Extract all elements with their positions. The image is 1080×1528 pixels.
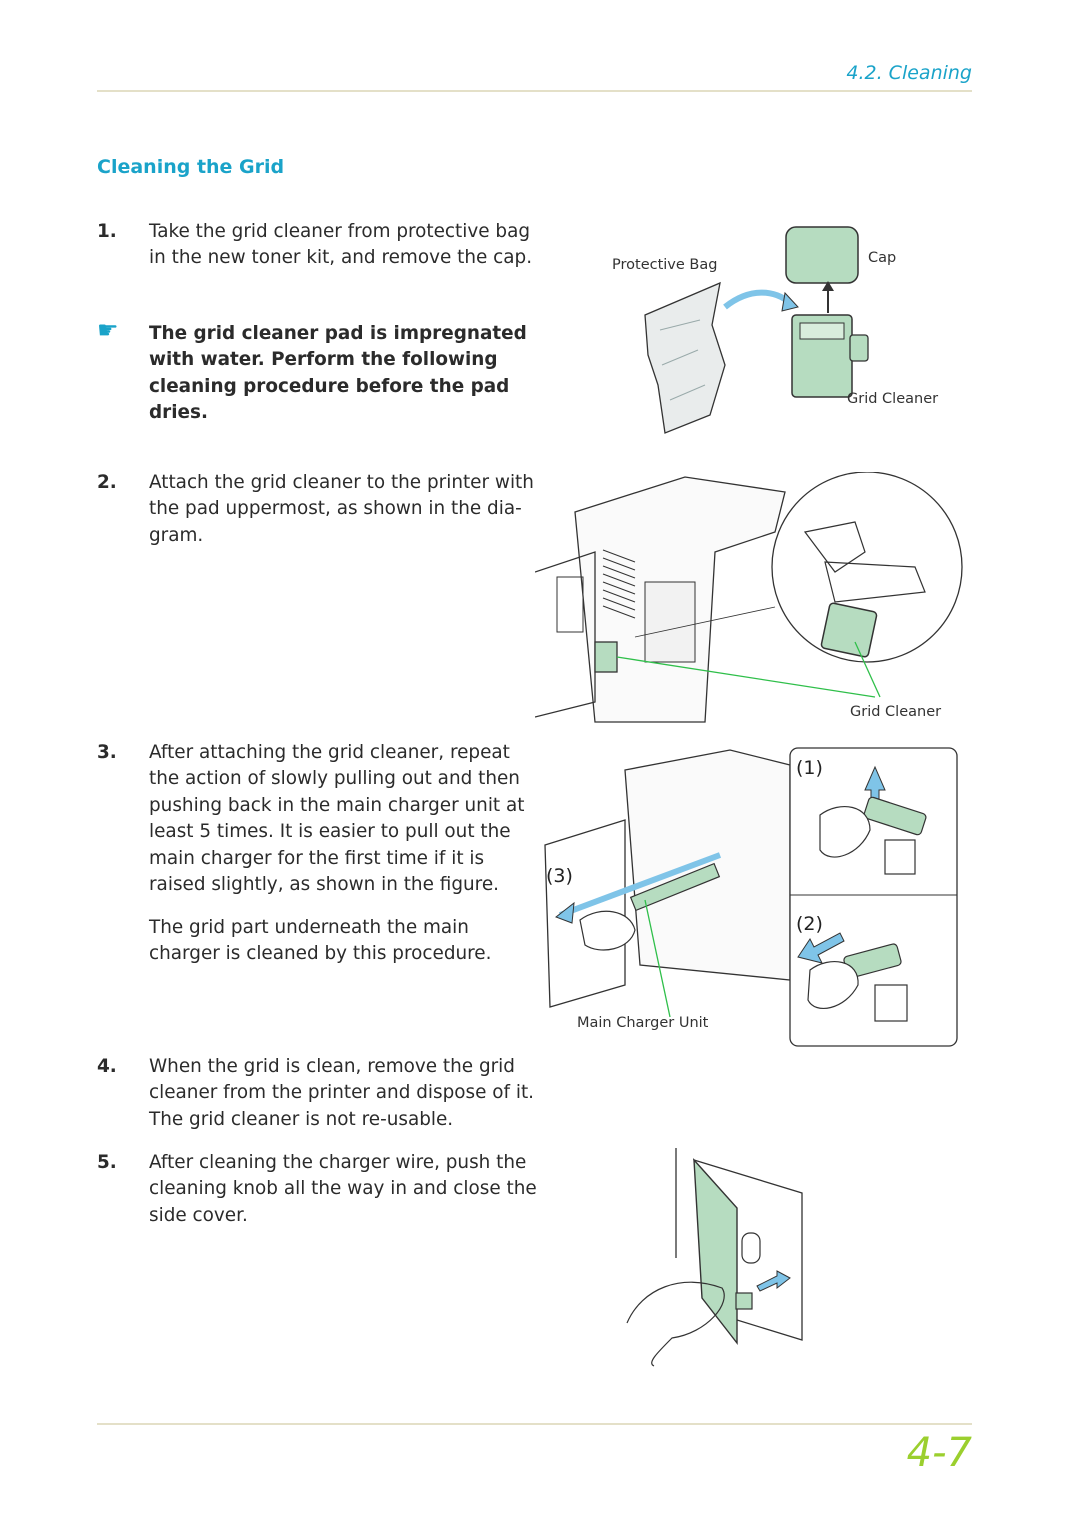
pointing-hand-icon: ☛ [97, 316, 119, 344]
step-text: Attach the grid cleaner to the printer w… [149, 472, 534, 546]
step-text: After cleaning the charger wire, push th… [149, 1152, 537, 1226]
step-text: Take the grid cleaner from protective ba… [149, 221, 533, 269]
step-2: 2. Attach the grid cleaner to the printe… [97, 470, 542, 549]
step-number: 3. [97, 742, 117, 763]
label-cap: Cap [868, 250, 897, 266]
step-4: 4. When the grid is clean, remove the gr… [97, 1054, 542, 1133]
close-cover-illustration [626, 1148, 803, 1367]
label-grid-cleaner: Grid Cleaner [850, 704, 942, 720]
step-text: When the grid is clean, remove the grid … [149, 1056, 534, 1130]
step-3: 3. After attaching the grid cleaner, rep… [97, 740, 542, 898]
step-number: 4. [97, 1056, 117, 1077]
step-5: 5. After cleaning the charger wire, push… [97, 1150, 542, 1229]
label-step-2: (2) [796, 913, 823, 935]
footer-divider [97, 1423, 972, 1425]
figure-attach-grid-cleaner: Grid Cleaner [534, 471, 975, 727]
figure-close-side-cover [612, 1148, 808, 1370]
running-header: 4.2. Cleaning [846, 62, 972, 84]
header-divider [97, 90, 972, 92]
step-3-explanation: The grid part underneath the main charge… [149, 917, 492, 965]
section-heading: Cleaning the Grid [97, 156, 285, 178]
page-number: 4-7 [906, 1430, 972, 1476]
label-protective-bag: Protective Bag [612, 257, 718, 273]
label-step-1: (1) [796, 757, 823, 779]
figure-main-charger-cleaning: (1) (2) (3) Main Charger Unit [540, 745, 960, 1050]
label-step-3: (3) [546, 865, 573, 887]
unpack-illustration [644, 226, 869, 434]
label-grid-cleaner: Grid Cleaner [847, 391, 939, 407]
step-number: 2. [97, 472, 117, 493]
printer-attach-illustration [534, 471, 963, 723]
step-number: 1. [97, 221, 117, 242]
step-number: 5. [97, 1152, 117, 1173]
figure-grid-cleaner-unpack: Protective Bag Cap Grid Cleaner [600, 225, 975, 440]
step-text: After attaching the grid cleaner, repeat… [149, 742, 525, 896]
step-1: 1. Take the grid cleaner from protective… [97, 219, 542, 272]
label-main-charger-unit: Main Charger Unit [577, 1015, 709, 1031]
caution-note: ☛ The grid cleaner pad is impregnated wi… [97, 317, 537, 427]
note-text: The grid cleaner pad is impregnated with… [149, 323, 527, 424]
charger-cleaning-illustration [544, 747, 958, 1047]
